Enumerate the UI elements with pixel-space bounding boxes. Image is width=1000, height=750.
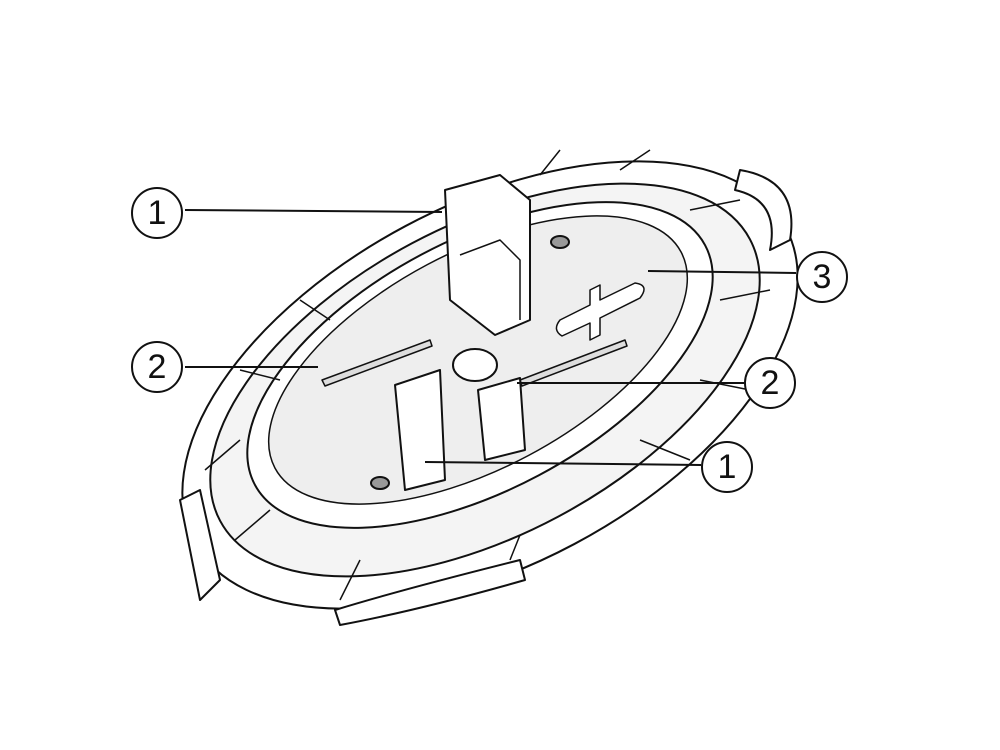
screw-hole bbox=[550, 235, 570, 249]
right-tab bbox=[734, 169, 793, 251]
leader-line-1a bbox=[184, 209, 443, 213]
callout-1-bottom: 1 bbox=[701, 441, 753, 493]
ring-ribs bbox=[204, 149, 771, 601]
slot-left bbox=[321, 339, 433, 387]
clip-bottom-right bbox=[477, 377, 526, 461]
center-hole bbox=[452, 348, 498, 382]
clip-top bbox=[444, 174, 531, 336]
left-tab bbox=[179, 489, 221, 601]
callout-3: 3 bbox=[796, 251, 848, 303]
callout-2-right: 2 bbox=[744, 357, 796, 409]
leader-line-3 bbox=[647, 270, 797, 274]
cross-mark bbox=[555, 282, 645, 341]
callout-2-left: 2 bbox=[131, 341, 183, 393]
screw-hole bbox=[370, 476, 390, 490]
leader-line-1b bbox=[424, 461, 702, 466]
clip-bottom bbox=[394, 369, 446, 491]
callout-1-top: 1 bbox=[131, 187, 183, 239]
bottom-tab bbox=[334, 559, 526, 626]
